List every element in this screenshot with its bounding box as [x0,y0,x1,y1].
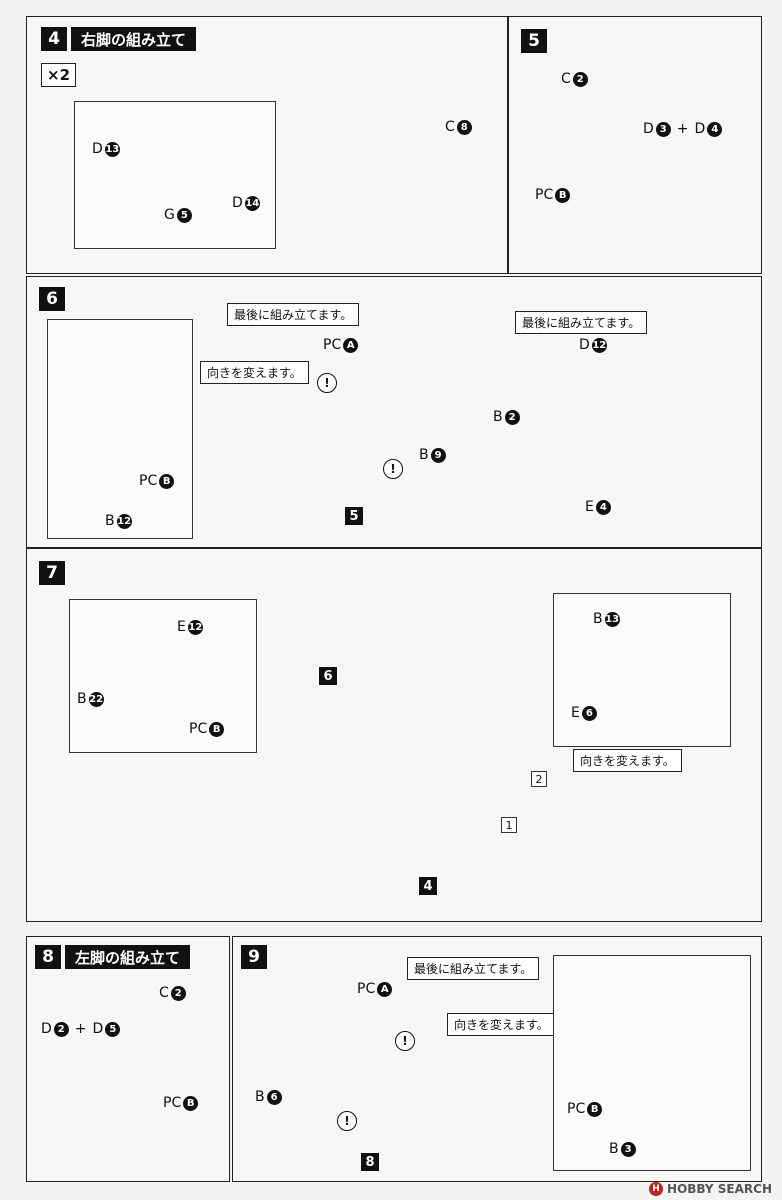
step6-detail-box [47,319,193,539]
step6-note-last: 最後に組み立てます。 [227,303,360,326]
step4-title: 右脚の組み立て [71,27,197,51]
step7-seq-2: 2 [531,771,547,787]
step7-detail-box-left [69,599,257,753]
step6-number: 6 [39,287,65,311]
step5-number: 5 [521,29,547,53]
step4-detail-box [74,101,276,249]
step6-ref-step5: 5 [345,507,363,525]
step7-ref-step6: 6 [319,667,337,685]
step9-ref-step8: 8 [361,1153,379,1171]
caution-icon: ! [317,373,337,393]
hobby-search-logo-icon: H [649,1182,664,1196]
step9-note-turn: 向きを変えます。 [447,1013,556,1036]
step9-note-last: 最後に組み立てます。 [407,957,540,980]
caution-icon: ! [383,459,403,479]
step4-multiplier: ×2 [41,63,77,87]
step7-number: 7 [39,561,65,585]
watermark: H HOBBY SEARCH [649,1182,772,1196]
step9-number: 9 [241,945,267,969]
step9-detail-box [553,955,751,1171]
step8-number: 8 [35,945,61,969]
step7-ref-step4: 4 [419,877,437,895]
caution-icon: ! [395,1031,415,1051]
caution-icon: ! [337,1111,357,1131]
step8-title: 左脚の組み立て [65,945,191,969]
step7-seq-1: 1 [501,817,517,833]
step4-number: 4 [41,27,67,51]
watermark-text: HOBBY SEARCH [667,1182,772,1196]
step7-detail-box-right [553,593,731,747]
step7-note-turn: 向きを変えます。 [573,749,682,772]
step6-note-last-2: 最後に組み立てます。 [515,311,648,334]
step6-note-turn: 向きを変えます。 [200,361,309,384]
